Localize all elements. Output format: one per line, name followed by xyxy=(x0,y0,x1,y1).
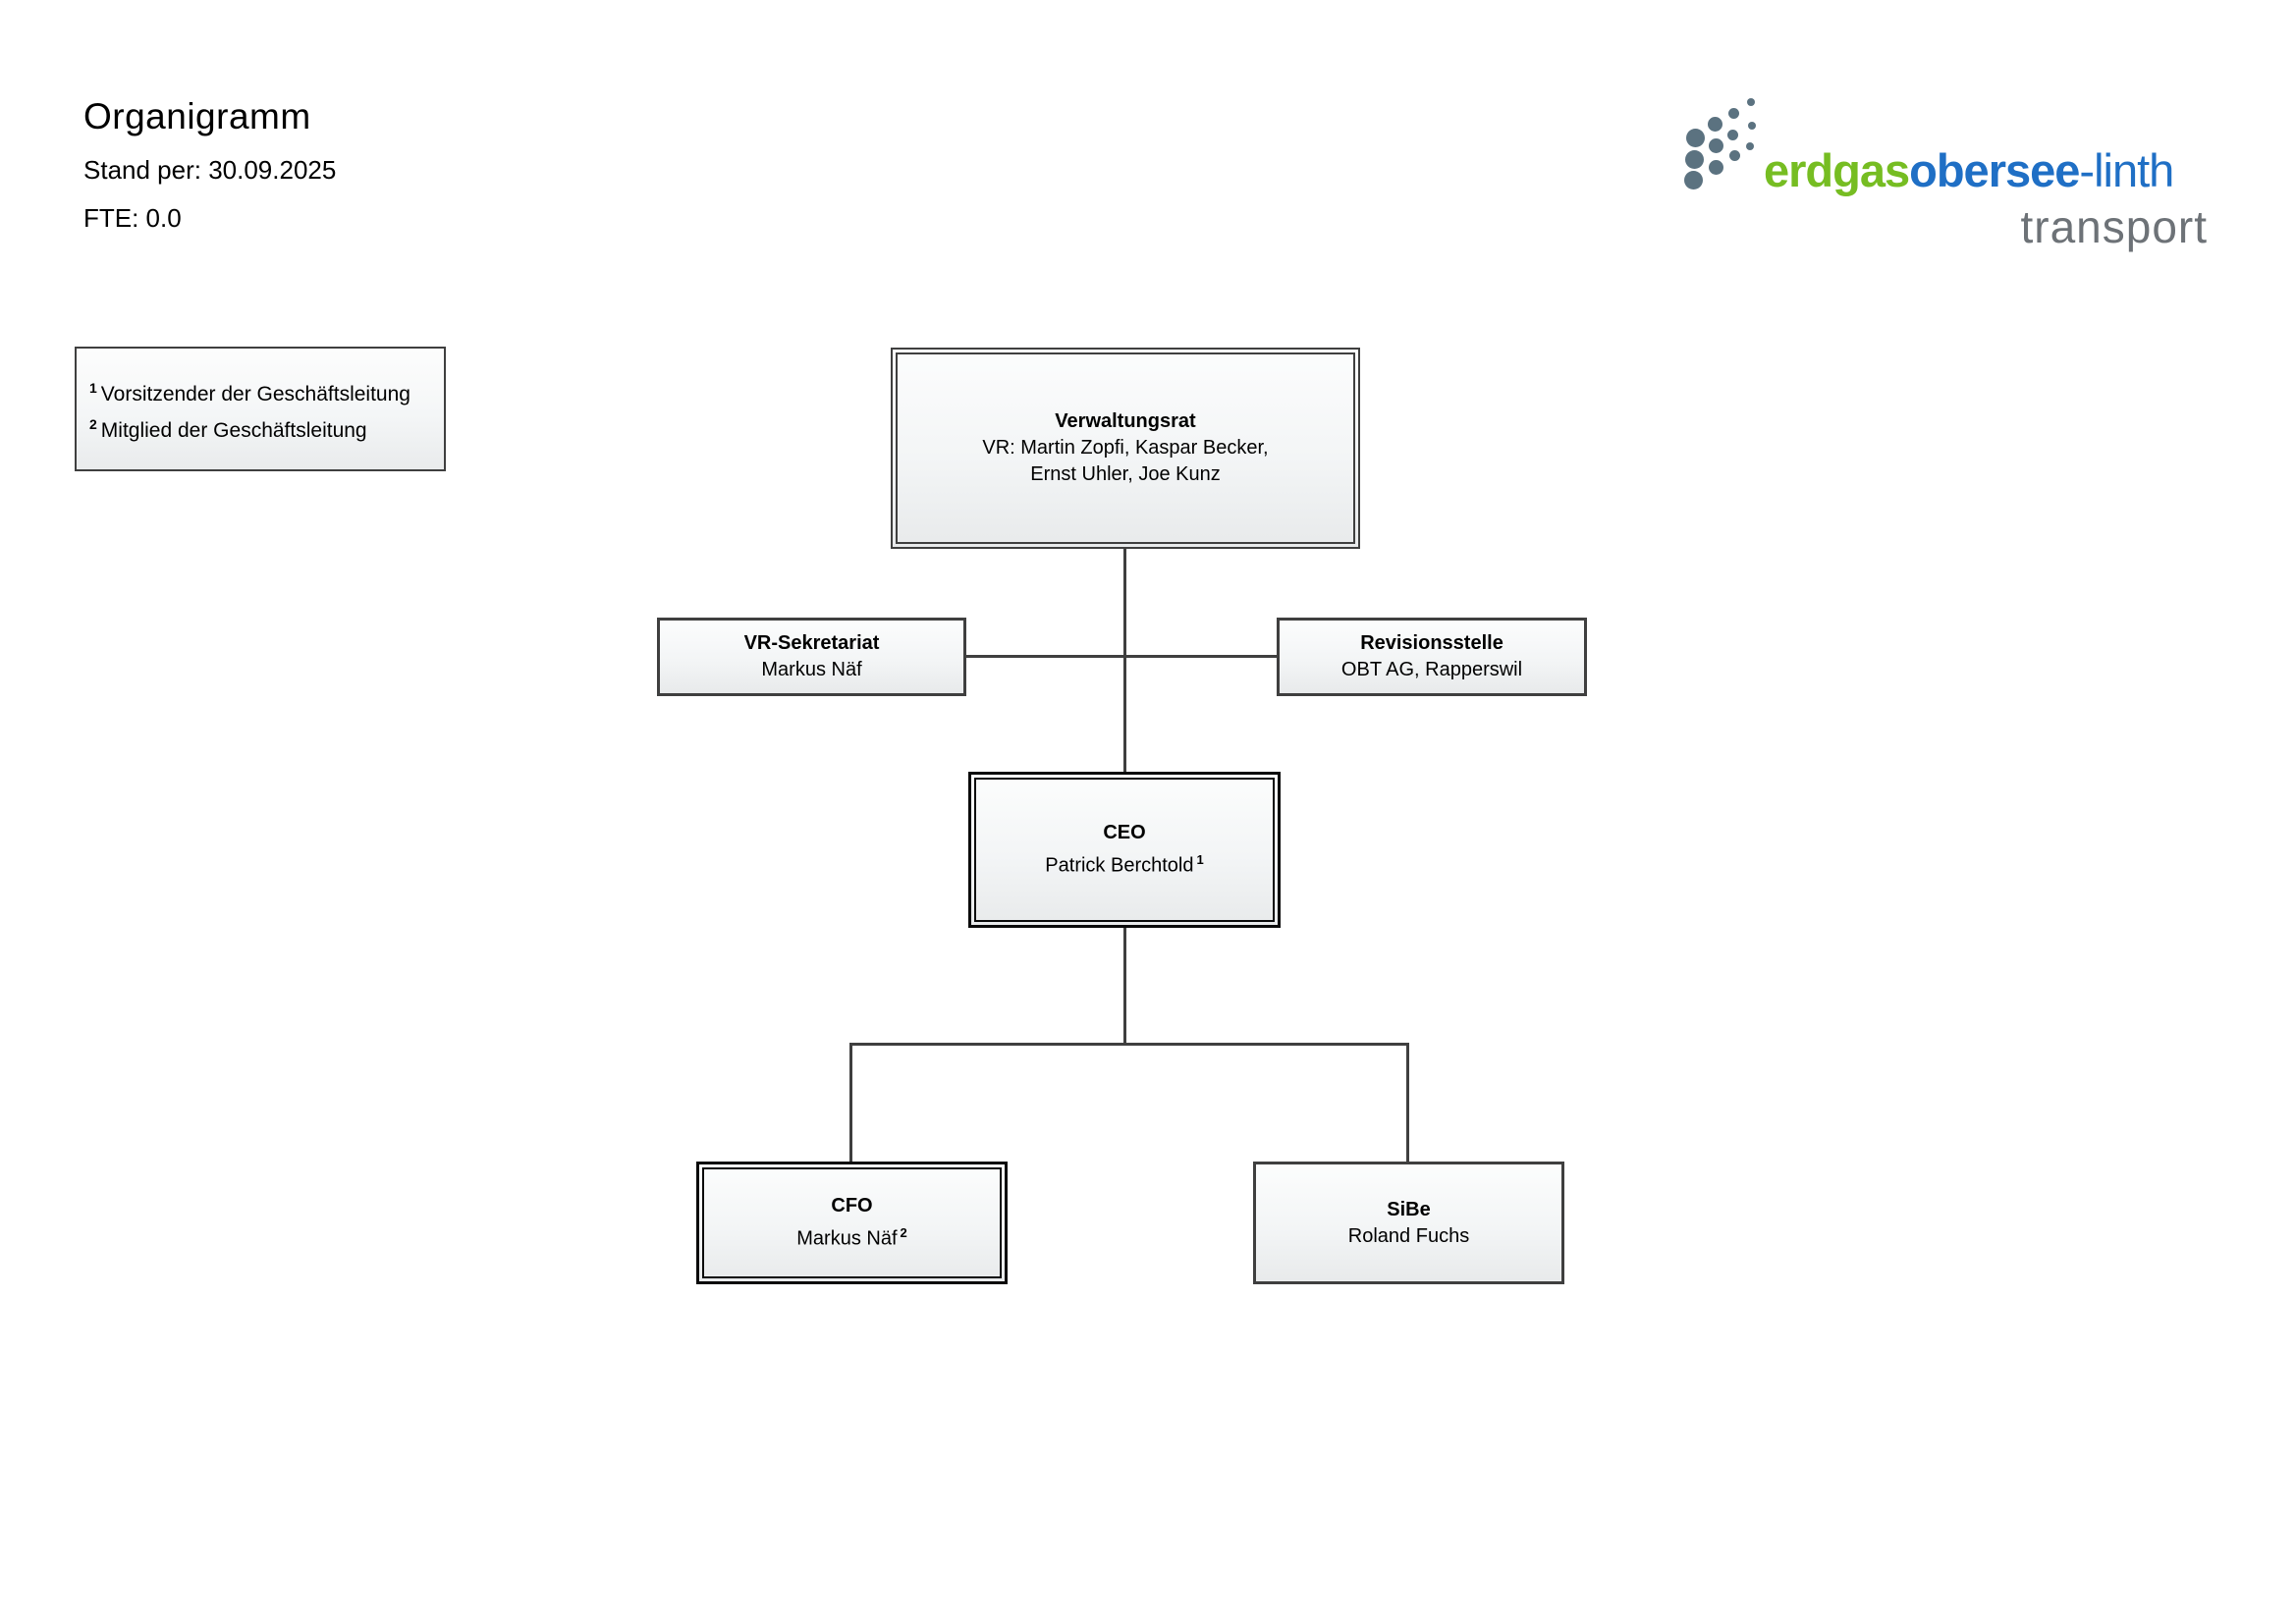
org-node-vr-sekretariat: VR-Sekretariat Markus Näf xyxy=(657,618,966,696)
connector-drop-sibe xyxy=(1406,1043,1409,1162)
footnote-1-text: Vorsitzender der Geschäftsleitung xyxy=(100,382,410,406)
node-company: OBT AG, Rapperswil xyxy=(1340,659,1523,680)
logo-wordmark: erdgasobersee-linth transport xyxy=(1764,143,2208,253)
footnote-2-text: Mitglied der Geschäftsleitung xyxy=(100,418,367,442)
node-person: Markus Näf xyxy=(761,659,862,680)
connector-ceo-down xyxy=(1123,927,1126,1046)
node-person-name: Markus Näf xyxy=(796,1227,898,1250)
status-date: Stand per: 30.09.2025 xyxy=(83,155,337,185)
org-node-sibe: SiBe Roland Fuchs xyxy=(1253,1162,1564,1284)
logo-dots-icon xyxy=(1679,86,1770,192)
node-footnote-marker: 1 xyxy=(1196,852,1204,868)
org-node-verwaltungsrat: Verwaltungsrat VR: Martin Zopfi, Kaspar … xyxy=(891,348,1360,549)
node-title: SiBe xyxy=(1387,1198,1431,1220)
node-person: Roland Fuchs xyxy=(1347,1224,1470,1247)
org-node-verwaltungsrat-inner: Verwaltungsrat VR: Martin Zopfi, Kaspar … xyxy=(896,352,1355,544)
node-title: VR-Sekretariat xyxy=(743,632,880,654)
logo-word-obersee: obersee xyxy=(1909,144,2080,196)
logo-word-transport: transport xyxy=(2020,201,2208,252)
node-members-line-2: Ernst Uhler, Joe Kunz xyxy=(1030,463,1221,485)
node-title: CFO xyxy=(831,1195,873,1217)
company-logo: erdgasobersee-linth transport xyxy=(1679,86,2210,253)
connector-sekretariat-revisionsstelle xyxy=(965,655,1278,658)
connector-drop-cfo xyxy=(849,1043,852,1162)
connector-crossbar xyxy=(849,1043,1409,1046)
org-node-revisionsstelle: Revisionsstelle OBT AG, Rapperswil xyxy=(1277,618,1587,696)
logo-word-erdgas: erdgas xyxy=(1764,144,1910,196)
node-title: Revisionsstelle xyxy=(1360,632,1503,654)
footnote-1-marker: 1 xyxy=(89,379,97,396)
logo-word-linth: -linth xyxy=(2079,144,2174,196)
node-title: CEO xyxy=(1103,822,1146,844)
node-footnote-marker: 2 xyxy=(900,1225,907,1241)
fte-label: FTE: 0.0 xyxy=(83,203,182,233)
node-members-line-1: VR: Martin Zopfi, Kaspar Becker, xyxy=(982,437,1269,459)
connector-verwaltungsrat-ceo xyxy=(1123,548,1126,774)
logo-line-1: erdgasobersee-linth xyxy=(1764,143,2208,197)
footnote-2-marker: 2 xyxy=(89,415,97,432)
node-title: Verwaltungsrat xyxy=(1055,410,1196,432)
page-title: Organigramm xyxy=(83,96,311,136)
node-person-name: Patrick Berchtold xyxy=(1045,854,1194,877)
